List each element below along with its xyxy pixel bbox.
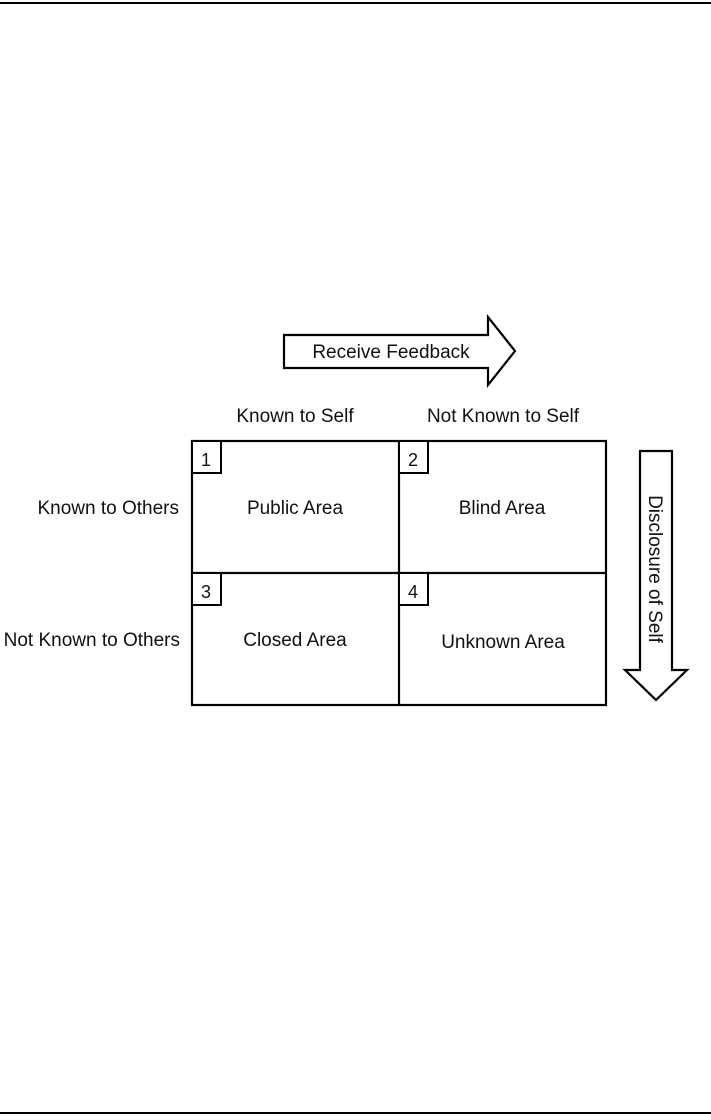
down-arrow-icon	[622, 449, 690, 702]
quadrant-label: Public Area	[247, 498, 344, 519]
column-header-not-known-to-self: Not Known to Self	[427, 406, 580, 427]
quadrant-public-area: 1 Public Area	[191, 440, 344, 519]
row-header-not-known-to-others: Not Known to Others	[4, 630, 180, 651]
top-rule	[0, 2, 711, 4]
quadrant-number-box	[398, 572, 429, 606]
quadrant-closed-area: 3 Closed Area	[191, 572, 347, 651]
disclosure-of-self-label: Disclosure of Self	[644, 495, 665, 644]
right-arrow-icon	[282, 313, 517, 389]
quadrant-unknown-area: 4 Unknown Area	[398, 572, 565, 653]
quadrant-number: 2	[408, 450, 418, 470]
disclosure-of-self-arrow: Disclosure of Self	[622, 449, 690, 702]
quadrant-number-box	[191, 440, 222, 474]
quadrant-label: Closed Area	[243, 630, 347, 651]
receive-feedback-arrow: Receive Feedback	[282, 313, 517, 389]
row-header-known-to-others: Known to Others	[37, 498, 179, 519]
quadrant-number-box	[398, 440, 429, 474]
quadrant-label: Unknown Area	[441, 632, 565, 653]
quadrant-number: 4	[408, 582, 418, 602]
quadrant-blind-area: 2 Blind Area	[398, 440, 546, 519]
quadrant-number-box	[191, 572, 222, 606]
quadrant-label: Blind Area	[459, 498, 546, 519]
quadrant-number: 3	[201, 582, 211, 602]
bottom-rule	[0, 1112, 711, 1114]
receive-feedback-label: Receive Feedback	[312, 342, 470, 363]
column-header-known-to-self: Known to Self	[236, 406, 354, 427]
quadrant-number: 1	[201, 450, 211, 470]
